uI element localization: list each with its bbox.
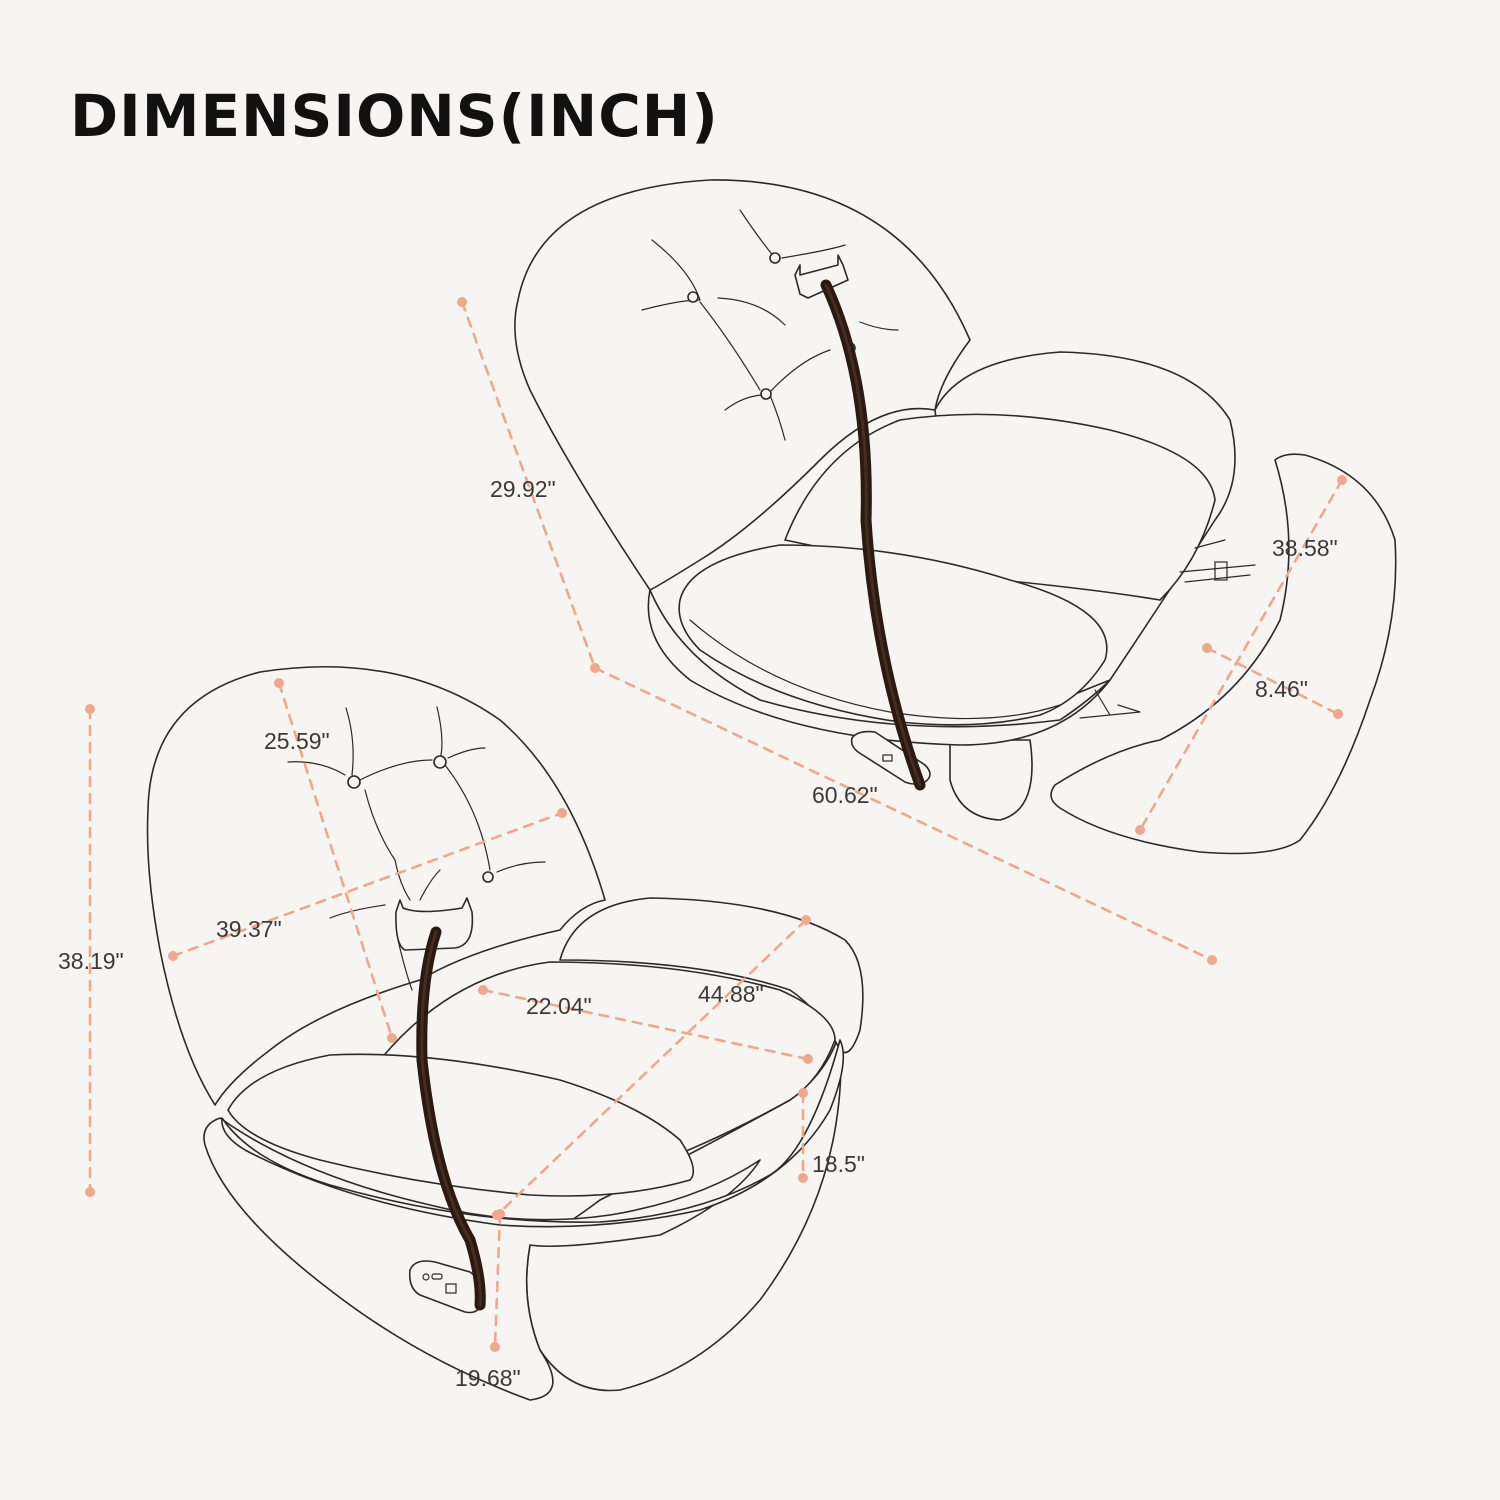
label-seat-height: 18.5"	[812, 1151, 865, 1177]
label-total-width: 44.88"	[698, 981, 764, 1007]
label-back-width: 39.37"	[216, 916, 282, 942]
page-title: DIMENSIONS(INCH)	[70, 82, 719, 150]
label-base-height: 19.68"	[455, 1365, 521, 1391]
dimension-endpoint	[557, 808, 567, 818]
dimension-labels: 29.92" 60.62" 38.58" 8.46" 25.59" 39.37"…	[58, 476, 1338, 1391]
dimension-endpoint	[1207, 955, 1217, 965]
label-seat-depth: 22.04"	[526, 993, 592, 1019]
dimension-endpoint	[1202, 643, 1212, 653]
dimension-endpoint	[495, 1209, 505, 1219]
reclined-chair	[514, 179, 1397, 855]
label-total-height: 38.19"	[58, 948, 124, 974]
upright-chair	[146, 665, 864, 1401]
dimension-endpoint	[274, 678, 284, 688]
dimension-endpoint	[478, 985, 488, 995]
dimension-lines	[85, 297, 1347, 1352]
dimension-endpoint	[798, 1088, 808, 1098]
label-back-height: 25.59"	[264, 728, 330, 754]
label-reclined-total-length: 60.62"	[812, 782, 878, 808]
dimension-endpoint	[1135, 825, 1145, 835]
label-footrest-depth: 8.46"	[1255, 676, 1308, 702]
dimension-endpoint	[85, 704, 95, 714]
dimension-endpoint	[801, 915, 811, 925]
dimension-endpoint	[490, 1342, 500, 1352]
dimension-endpoint	[1337, 475, 1347, 485]
dimension-endpoint	[457, 297, 467, 307]
dimension-endpoint	[798, 1173, 808, 1183]
dimension-endpoint	[803, 1054, 813, 1064]
dimension-endpoint	[1333, 709, 1343, 719]
label-footrest-length: 38.58"	[1272, 535, 1338, 561]
label-reclined-back-height: 29.92"	[490, 476, 556, 502]
dimension-endpoint	[168, 951, 178, 961]
dimension-endpoint	[85, 1187, 95, 1197]
dimension-endpoint	[387, 1033, 397, 1043]
